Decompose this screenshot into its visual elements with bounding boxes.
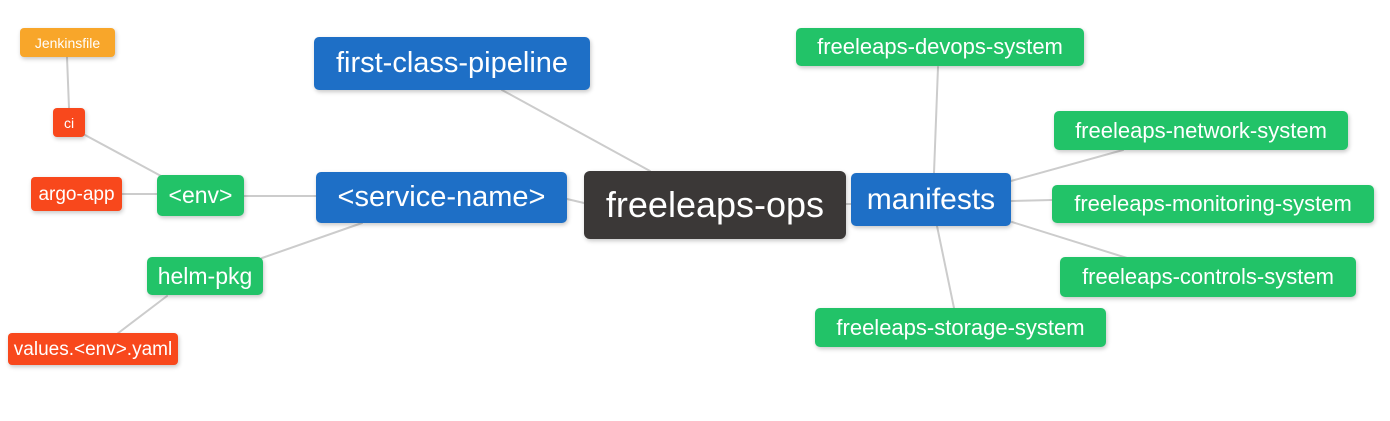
edge-manifests-storage xyxy=(936,225,955,309)
edge-manifests-network xyxy=(1010,149,1124,182)
node-freeleaps-network-system[interactable]: freeleaps-network-system xyxy=(1054,111,1348,150)
edge-ci-env xyxy=(84,134,162,177)
edge-values-env-yaml-helm-pkg xyxy=(116,295,168,335)
edge-manifests-monitoring xyxy=(1010,199,1053,202)
node-freeleaps-monitoring-system[interactable]: freeleaps-monitoring-system xyxy=(1052,185,1374,223)
node-values-env-yaml[interactable]: values.<env>.yaml xyxy=(8,333,178,365)
node-manifests[interactable]: manifests xyxy=(851,173,1011,226)
node-argo-app[interactable]: argo-app xyxy=(31,177,122,211)
node-jenkinsfile[interactable]: Jenkinsfile xyxy=(20,28,115,57)
edge-first-class-pipeline-freeleaps-ops xyxy=(501,89,651,172)
node-first-class-pipeline[interactable]: first-class-pipeline xyxy=(314,37,590,90)
node-freeleaps-storage-system[interactable]: freeleaps-storage-system xyxy=(815,308,1106,347)
node-service-name[interactable]: <service-name> xyxy=(316,172,567,223)
edge-manifests-devops xyxy=(933,66,939,174)
node-freeleaps-controls-system[interactable]: freeleaps-controls-system xyxy=(1060,257,1356,297)
edge-service-name-freeleaps-ops xyxy=(566,198,585,204)
edge-jenkinsfile-ci xyxy=(66,56,70,109)
edge-manifests-controls xyxy=(1011,221,1128,259)
node-env[interactable]: <env> xyxy=(157,175,244,216)
node-helm-pkg[interactable]: helm-pkg xyxy=(147,257,263,295)
node-freeleaps-ops-root[interactable]: freeleaps-ops xyxy=(584,171,846,239)
node-ci[interactable]: ci xyxy=(53,108,85,137)
edge-helm-pkg-service-name xyxy=(261,222,363,259)
node-freeleaps-devops-system[interactable]: freeleaps-devops-system xyxy=(796,28,1084,66)
